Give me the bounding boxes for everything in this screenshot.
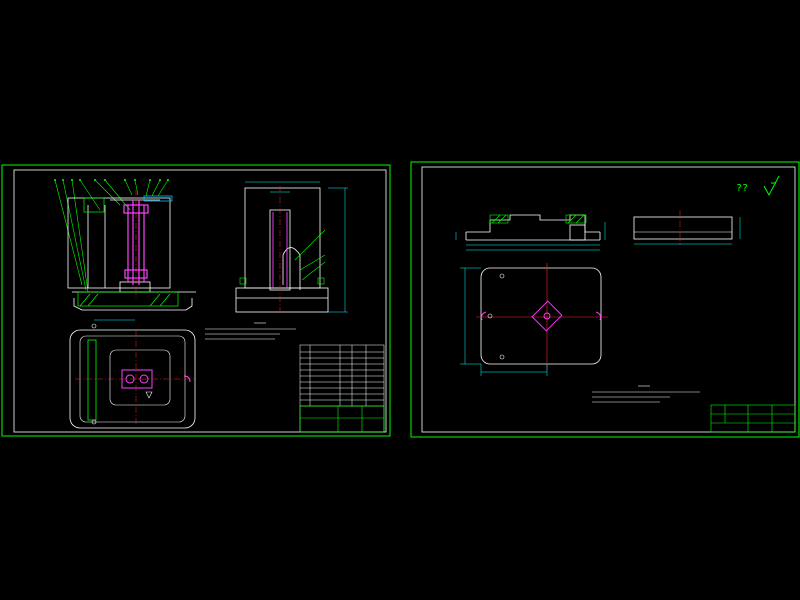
sheet-2: ?? — [410, 161, 800, 438]
title-block-2 — [710, 404, 796, 433]
technical-notes-2 — [592, 385, 700, 403]
technical-notes-1 — [205, 322, 296, 340]
base-plate-elevation — [633, 210, 741, 245]
sheet-1-outer-frame — [1, 164, 391, 437]
roughness-mark: ?? — [736, 183, 748, 194]
sheet-2-inner-frame — [421, 166, 796, 433]
title-block-1 — [299, 344, 385, 433]
sheet-2-outer-frame — [410, 161, 800, 438]
sheet-1-inner-frame — [13, 169, 387, 433]
plan-view — [69, 319, 196, 429]
base-plate-section — [455, 214, 606, 251]
side-view — [235, 181, 348, 315]
base-plate-plan — [460, 263, 608, 376]
sheet-1 — [1, 164, 391, 437]
front-section-view — [54, 179, 196, 311]
checkmark-surface-finish-icon — [763, 175, 780, 197]
